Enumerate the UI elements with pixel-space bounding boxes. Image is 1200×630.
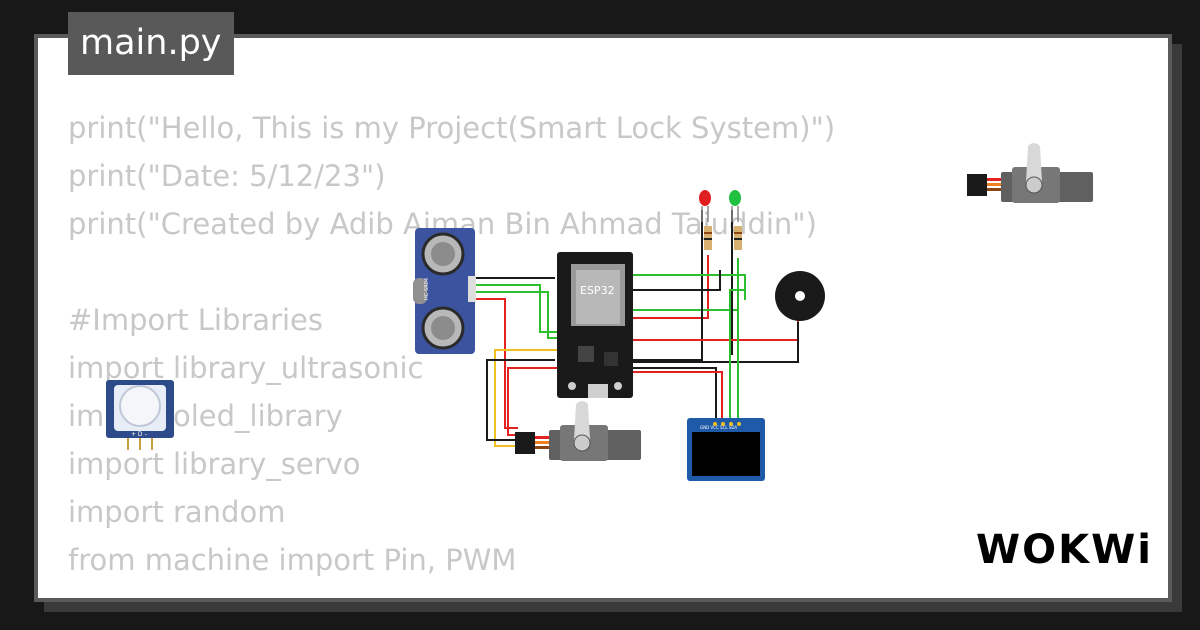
- code-line[interactable]: from machine import Pin, PWM: [68, 543, 517, 577]
- wire-hcsr04-gnd: [470, 298, 518, 429]
- wokwi-logo: WOKWi: [976, 527, 1153, 573]
- wire-hcsr04-trig: [470, 284, 562, 333]
- wire-hcsr04-echo: [470, 291, 562, 339]
- hcsr04-sensor[interactable]: HC-SR04: [413, 228, 476, 354]
- wire-esp-green-top: [632, 274, 746, 300]
- pir-pin-labels: + D –: [131, 431, 147, 438]
- code-line[interactable]: #Import Libraries: [68, 303, 324, 337]
- wire-servo-gnd: [486, 359, 555, 441]
- servo-motor-2[interactable]: [967, 143, 1093, 203]
- oled-pin-labels: GND VCC SCL SDA: [700, 425, 737, 430]
- red-led[interactable]: [699, 190, 712, 250]
- esp32-label: ESP32: [580, 284, 615, 297]
- wire-red-led: [632, 255, 709, 319]
- code-line[interactable]: print("Hello, This is my Project(Smart L…: [68, 111, 836, 145]
- code-editor[interactable]: print("Hello, This is my Project(Smart L…: [68, 104, 968, 594]
- wire-oled-vcc: [632, 371, 723, 420]
- code-line[interactable]: from machine import Pin: [68, 584, 968, 594]
- esp32-board[interactable]: ESP32: [557, 252, 633, 398]
- code-line[interactable]: import random: [68, 495, 286, 529]
- hcsr04-label: HC-SR04: [424, 278, 430, 300]
- wire-buzzer-red: [632, 318, 799, 341]
- oled-display[interactable]: GND VCC SCL SDA: [687, 418, 765, 481]
- wire-servo-signal: [494, 349, 560, 447]
- wire-buzzer-black: [632, 322, 799, 363]
- wire-esp-black-top: [632, 270, 721, 291]
- servo-motor-1[interactable]: [515, 401, 641, 461]
- wire-servo-vcc: [507, 367, 560, 436]
- buzzer[interactable]: [775, 271, 825, 321]
- wire-led-gnd-1: [632, 210, 703, 361]
- code-line[interactable]: import library_servo: [68, 447, 361, 481]
- wire-oled-gnd: [632, 367, 717, 420]
- green-led[interactable]: [729, 190, 742, 250]
- file-tab[interactable]: main.py: [68, 12, 234, 75]
- code-line[interactable]: import library_ultrasonic: [68, 351, 424, 385]
- pir-sensor[interactable]: + D –: [106, 380, 174, 450]
- code-line[interactable]: print("Date: 5/12/23"): [68, 159, 386, 193]
- wire-oled-scl: [729, 289, 745, 420]
- wire-green-led: [632, 258, 739, 311]
- wires: [470, 210, 799, 447]
